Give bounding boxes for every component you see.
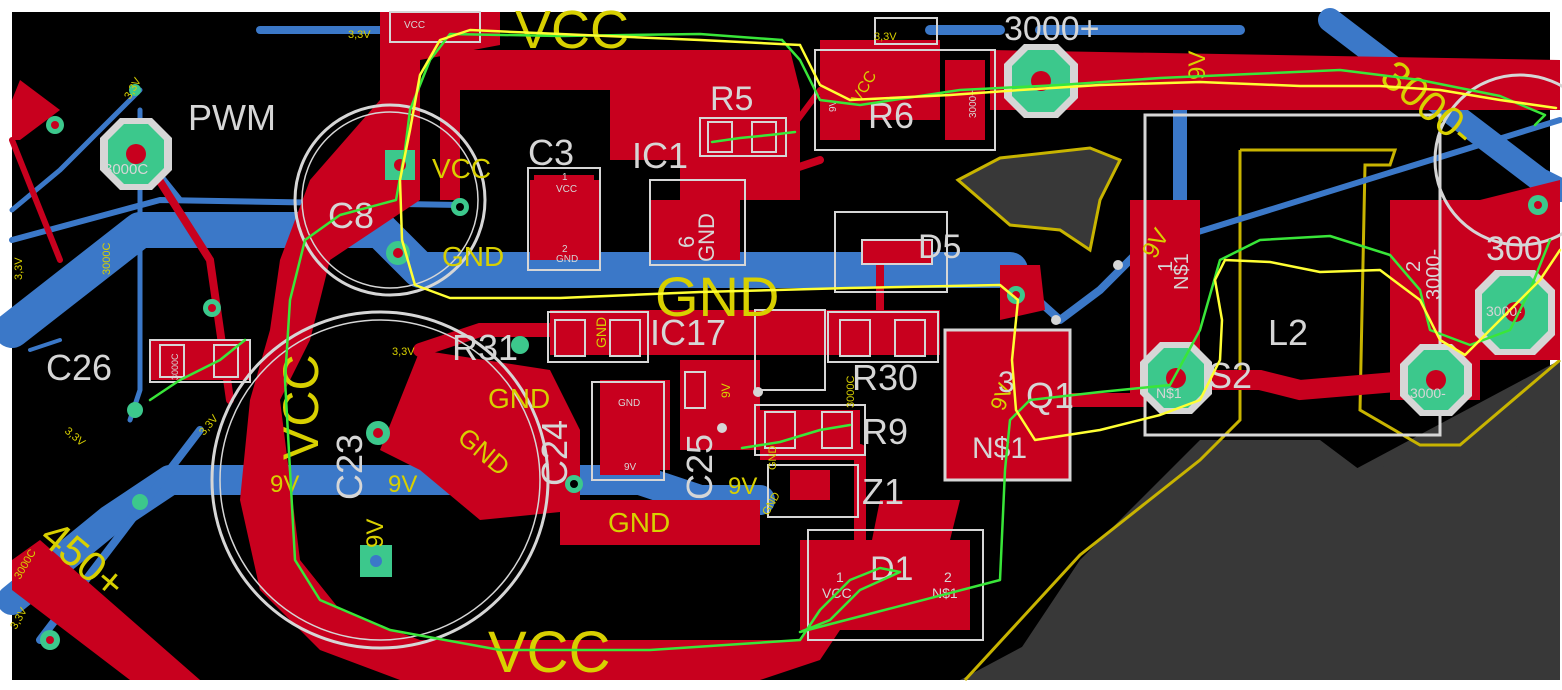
net-gnd-main: GND <box>655 265 779 328</box>
net-9v-c23-left: 9V <box>270 471 299 498</box>
net-gnd-c8: GND <box>442 241 504 272</box>
net-vcc-bottom: VCC <box>488 620 610 685</box>
tiny-33-d: 3,3V <box>392 346 415 358</box>
net-gnd-2: GND <box>488 383 550 414</box>
component-centers <box>534 60 985 630</box>
annotation-yellow-top <box>798 43 1558 110</box>
silkscreen-outlines <box>149 11 1562 650</box>
net-gnd-3: GND <box>608 507 670 538</box>
pad-3000-minus[interactable] <box>1475 270 1555 355</box>
net-l2-pin1: 1 <box>1155 261 1177 272</box>
component-labels: PWM C3 IC1 R5 R6 C8 D5 C26 R31 IC17 R30 … <box>46 80 1308 588</box>
annotation-green-c26 <box>148 338 247 402</box>
tiny-c3-p1: 1 <box>562 172 568 183</box>
tiny-c24-gnd: GND <box>618 398 640 409</box>
net-vcc-top: VCC <box>515 0 629 60</box>
label-r9: R9 <box>862 411 908 452</box>
net-q1-pin: 3 <box>998 366 1015 399</box>
annotation-green-r9 <box>740 423 852 450</box>
net-3000-plus: 3000+ <box>1004 10 1100 48</box>
tiny-c3-p2: 2 <box>562 244 568 255</box>
annotation-green-r5 <box>710 130 797 144</box>
tiny-r30-vcc: 3000C <box>845 376 857 408</box>
tiny-r6-3000: 3000+ <box>968 90 979 118</box>
annotation-green-loop <box>283 32 1552 652</box>
tiny-d1-p1: 1 <box>836 569 844 585</box>
tiny-r6-9v: 9V <box>828 99 839 112</box>
label-z1: Z1 <box>862 471 904 512</box>
pad-3000-plus[interactable] <box>1004 44 1078 118</box>
label-c26: C26 <box>46 347 112 388</box>
tiny-c3-vcc: VCC <box>556 184 577 195</box>
tiny-vcc-top-pad: VCC <box>404 20 425 31</box>
pad-pwm[interactable] <box>100 118 172 190</box>
tiny-33-a: 3,3V <box>348 29 371 41</box>
net-vcc-c8: VCC <box>432 153 491 184</box>
annotation-yellow-loop <box>398 28 1562 442</box>
tiny-3000c-b: 3000C <box>170 353 180 380</box>
tiny-r9-gnd: GND <box>767 446 779 471</box>
label-d5: D5 <box>918 228 961 266</box>
tiny-ic1-pin: 6 <box>674 236 699 248</box>
label-c23: C23 <box>329 434 370 500</box>
label-r31: R31 <box>452 327 518 368</box>
net-9v-c23-right: 9V <box>388 471 417 498</box>
tiny-via-3000-a: 3000- <box>1410 385 1446 401</box>
net-ns1-q1: N$1 <box>972 432 1027 465</box>
label-r30: R30 <box>852 357 918 398</box>
tiny-d1-p2: 2 <box>944 569 952 585</box>
label-c3: C3 <box>528 132 574 173</box>
pad-s2-1[interactable] <box>1140 342 1212 414</box>
net-300: 300 <box>1486 230 1543 268</box>
net-l2-pin2: 2 <box>1403 261 1425 272</box>
tiny-c24-9v: 9V <box>624 462 637 473</box>
label-s2: S2 <box>1208 355 1252 396</box>
pad-s2-2[interactable] <box>1400 344 1472 416</box>
label-c8: C8 <box>328 195 374 236</box>
net-vcc-left: VCC <box>273 354 329 460</box>
net-9v-c23-pad: 9V <box>362 519 389 548</box>
tiny-via-ns1: N$1 <box>1156 385 1182 401</box>
tiny-3000c-a: 3000C <box>101 243 113 275</box>
label-r5: R5 <box>710 80 753 118</box>
polygon-pours <box>955 146 1561 682</box>
net-l2-3000m: 3000- <box>1423 249 1445 300</box>
annotation-strokes <box>148 28 1562 652</box>
tiny-33-h: 3,3V <box>874 31 897 43</box>
tiny-gnd-ic17: GND <box>593 317 609 348</box>
smd-pads <box>159 121 933 449</box>
tiny-ic1-gnd: GND <box>694 213 719 262</box>
label-ic1: IC1 <box>632 135 688 176</box>
net-9v-c25: 9V <box>728 473 757 500</box>
tiny-9v-c25: 9V <box>719 383 733 398</box>
net-l2-ns1: N$1 <box>1171 253 1193 290</box>
label-l2: L2 <box>1268 312 1308 353</box>
label-c24: C24 <box>534 420 575 486</box>
through-hole-pads <box>100 44 1555 577</box>
label-pwm: PWM <box>188 97 276 138</box>
label-ic17: IC17 <box>650 312 726 353</box>
label-c25: C25 <box>679 434 720 500</box>
tiny-33-c: 3,3V <box>13 257 25 280</box>
tiny-c3-gnd: GND <box>556 254 578 265</box>
annotation-green-top <box>780 38 1547 127</box>
tiny-pwm-via: 3000C <box>104 161 148 178</box>
pad-c23-9v[interactable] <box>360 545 392 577</box>
